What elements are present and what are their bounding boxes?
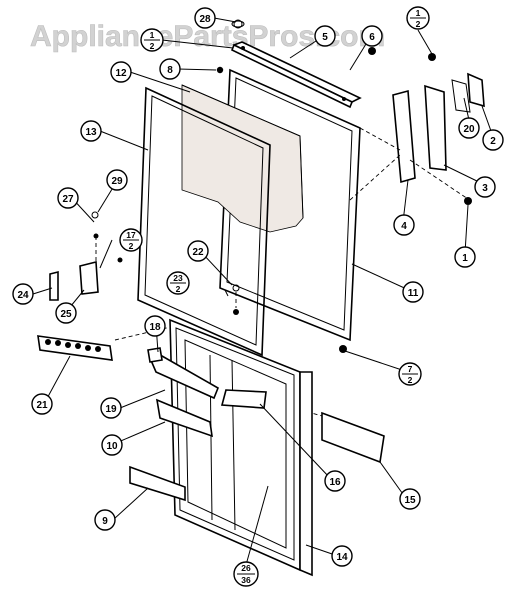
callout-1-over-2-right[interactable]: 1 2	[406, 6, 430, 30]
svg-text:6: 6	[369, 32, 375, 43]
callout-8[interactable]: 8	[159, 58, 181, 80]
callout-29[interactable]: 29	[106, 169, 128, 191]
callout-17-over-2[interactable]: 17 2	[119, 228, 143, 252]
svg-text:3: 3	[482, 183, 488, 194]
svg-text:36: 36	[241, 575, 251, 585]
svg-text:1: 1	[416, 8, 421, 18]
svg-text:21: 21	[36, 400, 48, 411]
svg-text:2: 2	[416, 19, 421, 29]
callout-3[interactable]: 3	[474, 176, 496, 198]
svg-text:23: 23	[173, 273, 183, 283]
callout-28[interactable]: 28	[194, 7, 216, 29]
callout-19[interactable]: 19	[100, 397, 122, 419]
callout-27[interactable]: 27	[57, 187, 79, 209]
callout-1[interactable]: 1	[454, 246, 476, 268]
svg-text:17: 17	[126, 230, 136, 240]
svg-text:20: 20	[463, 124, 475, 135]
callout-5[interactable]: 5	[314, 25, 336, 47]
svg-text:19: 19	[105, 404, 117, 415]
svg-text:15: 15	[404, 495, 416, 506]
callout-20[interactable]: 20	[458, 117, 480, 139]
callout-9[interactable]: 9	[94, 509, 116, 531]
svg-text:8: 8	[167, 65, 173, 76]
svg-text:2: 2	[176, 284, 181, 294]
svg-text:4: 4	[401, 221, 407, 232]
callout-16[interactable]: 16	[324, 470, 346, 492]
callout-2[interactable]: 2	[482, 129, 504, 151]
fresh-food-door	[169, 318, 313, 577]
callout-11[interactable]: 11	[402, 281, 424, 303]
svg-text:14: 14	[336, 552, 348, 563]
svg-text:10: 10	[106, 441, 118, 452]
callout-18[interactable]: 18	[144, 315, 166, 337]
top-hinge-bar	[230, 41, 362, 109]
svg-text:11: 11	[408, 288, 419, 299]
svg-text:24: 24	[17, 290, 29, 301]
callout-21[interactable]: 21	[31, 393, 53, 415]
svg-text:28: 28	[199, 14, 211, 25]
callout-12[interactable]: 12	[110, 61, 132, 83]
svg-text:27: 27	[62, 194, 74, 205]
callout-13[interactable]: 13	[80, 120, 102, 142]
svg-text:1: 1	[462, 253, 468, 264]
svg-text:29: 29	[111, 176, 123, 187]
svg-text:7: 7	[408, 364, 413, 374]
svg-text:2: 2	[129, 241, 134, 251]
svg-text:22: 22	[192, 247, 204, 258]
svg-text:1: 1	[150, 30, 155, 40]
callout-4[interactable]: 4	[393, 214, 415, 236]
callout-10[interactable]: 10	[101, 434, 123, 456]
callout-6[interactable]: 6	[361, 25, 383, 47]
callout-14[interactable]: 14	[331, 545, 353, 567]
svg-text:5: 5	[322, 32, 328, 43]
callouts: 28 1 2 5 6 1 2 8 12	[12, 6, 504, 587]
callout-25[interactable]: 25	[55, 302, 77, 324]
svg-text:2: 2	[150, 41, 155, 51]
callout-22[interactable]: 22	[187, 240, 209, 262]
svg-text:16: 16	[329, 477, 341, 488]
svg-text:9: 9	[102, 516, 108, 527]
door-shelves	[129, 347, 385, 502]
parts-drawing	[32, 17, 492, 577]
callout-24[interactable]: 24	[12, 283, 34, 305]
svg-text:13: 13	[85, 127, 97, 138]
callout-7-over-2[interactable]: 7 2	[398, 362, 422, 386]
svg-text:12: 12	[115, 68, 127, 79]
svg-text:26: 26	[241, 563, 251, 573]
callout-15[interactable]: 15	[399, 488, 421, 510]
callout-26-over-36[interactable]: 26 36	[233, 561, 259, 587]
svg-text:18: 18	[149, 322, 161, 333]
freezer-door-gasket	[137, 86, 271, 357]
callout-1-over-2-left[interactable]: 1 2	[140, 28, 164, 52]
callout-23-over-2[interactable]: 23 2	[166, 271, 190, 295]
freezer-door-insulation	[181, 84, 304, 233]
fasteners	[91, 19, 472, 485]
svg-text:2: 2	[408, 375, 413, 385]
lower-hinge-parts	[49, 260, 99, 301]
hinge-brackets	[392, 72, 485, 184]
leader-lines	[32, 17, 492, 566]
ice-tray	[37, 335, 113, 361]
svg-text:2: 2	[490, 136, 496, 147]
svg-text:25: 25	[60, 309, 72, 320]
